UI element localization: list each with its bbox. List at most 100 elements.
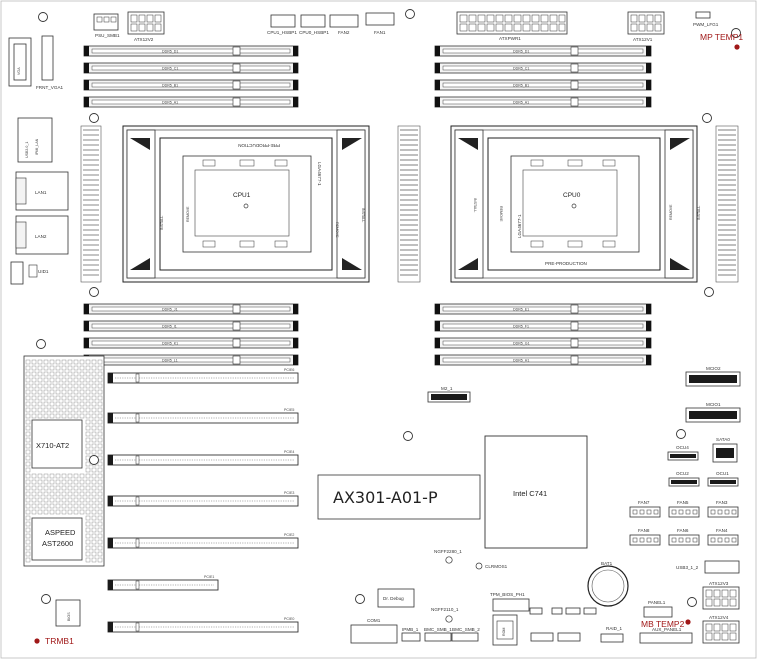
dimm-slot-ddr5-k1[interactable]: DDR5_K1 — [83, 337, 299, 349]
ipmi-lan-usb-port[interactable]: IPMI_LAN USB3.0_1 — [17, 117, 53, 163]
lan2-label: LAN2 — [35, 234, 47, 239]
ocu2-label: OCU2 — [676, 471, 689, 476]
dimm-slot-ddr5-i1[interactable]: DDR5_I1 — [83, 320, 299, 332]
pcie-slot-pcie5[interactable]: PCIE5 — [107, 408, 299, 424]
cpu1-socket[interactable]: CPU1 LGA4677-1 PRE-PRODUCTION INSTALL IN… — [122, 125, 370, 283]
pcie-slot-pcie3[interactable]: PCIE3 — [107, 491, 299, 507]
mcio1-label: MCIO1 — [706, 402, 721, 407]
dimm-slot-ddr5-d1[interactable]: DDR5_D1 — [83, 45, 299, 57]
fan1-header[interactable]: FAN1 — [365, 12, 395, 35]
dimm-slot-ddr5-h1[interactable]: DDR5_H1 — [434, 354, 652, 366]
cpu0-install-label-right: INSTALL — [697, 206, 701, 220]
cpu0-label: CPU0 — [563, 192, 581, 199]
dimm-slot-ddr5-b1[interactable]: DDR5_B1 — [83, 79, 299, 91]
atxpwr1-connector[interactable]: ATXPWR1 — [456, 11, 568, 41]
ocu1-connector[interactable]: OCU1 — [707, 471, 739, 487]
pcie-slot-pcie4[interactable]: PCIE4 — [107, 450, 299, 466]
nic-bmc-heatsink: X710-AT2 ASPEED AST2600 — [23, 355, 105, 567]
usb3-1-2-header[interactable]: USB3_1_2 — [676, 560, 740, 574]
fan-header-fan8[interactable]: FAN8 — [629, 528, 661, 546]
panel1-header[interactable]: PANEL1 — [643, 600, 673, 618]
dimm-slot-ddr5-b1[interactable]: DDR5_B1 — [434, 79, 652, 91]
pcie-slot-pcie2[interactable]: PCIE2 — [107, 533, 299, 549]
bios-chip-socket[interactable]: BIOS — [55, 599, 81, 627]
ocu4-label: OCU4 — [676, 445, 689, 450]
atx12v2-connector[interactable]: ATX12V2 — [127, 11, 165, 42]
mcio1-connector[interactable]: MCIO1 — [685, 402, 741, 423]
atx12v4-connector[interactable]: ATX12V4 — [702, 615, 740, 644]
vrm-heatsink-mid — [397, 125, 421, 283]
cpu1-socket-type: LGA4677-1 — [317, 162, 322, 186]
dimm-slot-ddr5-a1[interactable]: DDR5_A1 — [83, 96, 299, 108]
pcie-label: PCIE2 — [284, 533, 294, 537]
vga-port[interactable]: VGA — [8, 37, 32, 87]
raid1-header[interactable]: RAID_1 — [600, 626, 624, 643]
cpu0-hsbp1-header[interactable]: CPU0_HSBP1 — [299, 14, 329, 35]
aux-panel1-header[interactable]: AUX_PANEL1 — [639, 627, 693, 644]
lan2-port[interactable]: LAN2 — [15, 215, 69, 255]
uid1-button[interactable]: UID1 — [10, 261, 49, 285]
cpu0-remove-label-right: REMOVE — [669, 204, 673, 220]
cpu1-remove-label-left: REMOVE — [186, 206, 190, 222]
pwm-lfg1-header[interactable]: PWM_LFG1 — [693, 11, 719, 27]
cpu0-socket-type: LGA4677-1 — [517, 214, 522, 238]
dimm-slot-ddr5-c1[interactable]: DDR5_C1 — [83, 62, 299, 74]
bmc-smb1-label: BMC_SMB_1 — [424, 627, 452, 632]
ngff2110-label: NGFF2110_1 — [431, 607, 459, 612]
sata0-connector[interactable]: SATA0 — [712, 437, 738, 463]
cpu1-install-label-left: INSTALL — [160, 216, 164, 230]
tpm-header[interactable]: TPM_BIOS_PH1 — [490, 592, 530, 612]
dimm-slot-ddr5-c1[interactable]: DDR5_C1 — [434, 62, 652, 74]
bat1-label: BAT1 — [601, 561, 613, 566]
clrmos1-jumper[interactable]: CLRMOS1 — [475, 562, 508, 570]
fan-header-fan5[interactable]: FAN5 — [668, 500, 700, 518]
fan2-header[interactable]: FAN2 — [329, 14, 359, 35]
dimm-slot-ddr5-l1[interactable]: DDR5_L1 — [83, 354, 299, 366]
cpu0-socket[interactable]: CPU0 LGA4677-1 PRE-PRODUCTION INSTALL IN… — [450, 125, 701, 283]
ocu1-label: OCU1 — [716, 471, 729, 476]
mb-temp2-sensor — [685, 619, 691, 625]
bios-rom-socket[interactable]: ROM — [492, 614, 518, 646]
dimm-slot-ddr5-j1[interactable]: DDR5_J1 — [83, 303, 299, 315]
frnt-vga1-header[interactable]: FRNT_VGA1 — [36, 35, 64, 90]
atx12v1-connector[interactable]: ATX12V1 — [627, 11, 665, 42]
cpu1-hsbp1-header[interactable]: CPU1_HSBP1 — [267, 14, 297, 35]
bmc-smb1-header[interactable]: BMC_SMB_1 — [424, 627, 452, 642]
dimm-slot-ddr5-g1[interactable]: DDR5_G1 — [434, 337, 652, 349]
dimm-label: DDR5_C1 — [513, 67, 529, 71]
pcie-slot-pcie6[interactable]: PCIE6 — [107, 368, 299, 384]
chipset-label: Intel C741 — [513, 489, 547, 498]
bmc-smb2-header[interactable]: BMC_SMB_2 — [451, 627, 480, 642]
pcie-label: PCIE4 — [284, 450, 294, 454]
pcie-slot-pcie0[interactable]: PCIE0 — [107, 617, 299, 633]
small-jumpers[interactable] — [529, 607, 597, 642]
fan-header-fan4[interactable]: FAN4 — [707, 528, 739, 546]
ocu2-connector[interactable]: OCU2 — [668, 471, 700, 487]
fan-header-fan7[interactable]: FAN7 — [629, 500, 661, 518]
lan1-port[interactable]: LAN1 — [15, 171, 69, 211]
pcie-slot-pcie1[interactable]: PCIE1 — [107, 575, 219, 591]
m2-slot[interactable]: M2_1 — [427, 386, 471, 403]
atx12v2-label: ATX12V2 — [134, 37, 154, 42]
dimm-slot-ddr5-a1[interactable]: DDR5_A1 — [434, 96, 652, 108]
trmb1-label: TRMB1 — [45, 636, 74, 646]
dimm-slot-ddr5-d1[interactable]: DDR5_D1 — [434, 45, 652, 57]
ocu4-connector[interactable]: OCU4 — [667, 445, 699, 461]
com1-header[interactable]: COM1 — [350, 618, 398, 644]
dimm-slot-ddr5-f1[interactable]: DDR5_F1 — [434, 320, 652, 332]
ipmb1-label: IPMB_1 — [402, 627, 419, 632]
fan-header-fan3[interactable]: FAN3 — [707, 500, 739, 518]
ngff2280-standoff: NGFF2280_1 — [434, 549, 462, 564]
psu-smb1-header[interactable]: PSU_SMB1 — [93, 13, 120, 38]
dimm-slot-ddr5-e1[interactable]: DDR5_E1 — [434, 303, 652, 315]
pcie-label: PCIE3 — [284, 491, 294, 495]
mcio2-label: MCIO2 — [706, 366, 721, 371]
fan-header-fan6[interactable]: FAN6 — [668, 528, 700, 546]
dimm-label: DDR5_K1 — [162, 342, 178, 346]
mcio2-connector[interactable]: MCIO2 — [685, 366, 741, 387]
atx12v3-connector[interactable]: ATX12V3 — [702, 581, 740, 610]
ipmi-lan-label: IPMI_LAN — [35, 138, 39, 155]
ipmb1-header[interactable]: IPMB_1 — [401, 627, 421, 642]
